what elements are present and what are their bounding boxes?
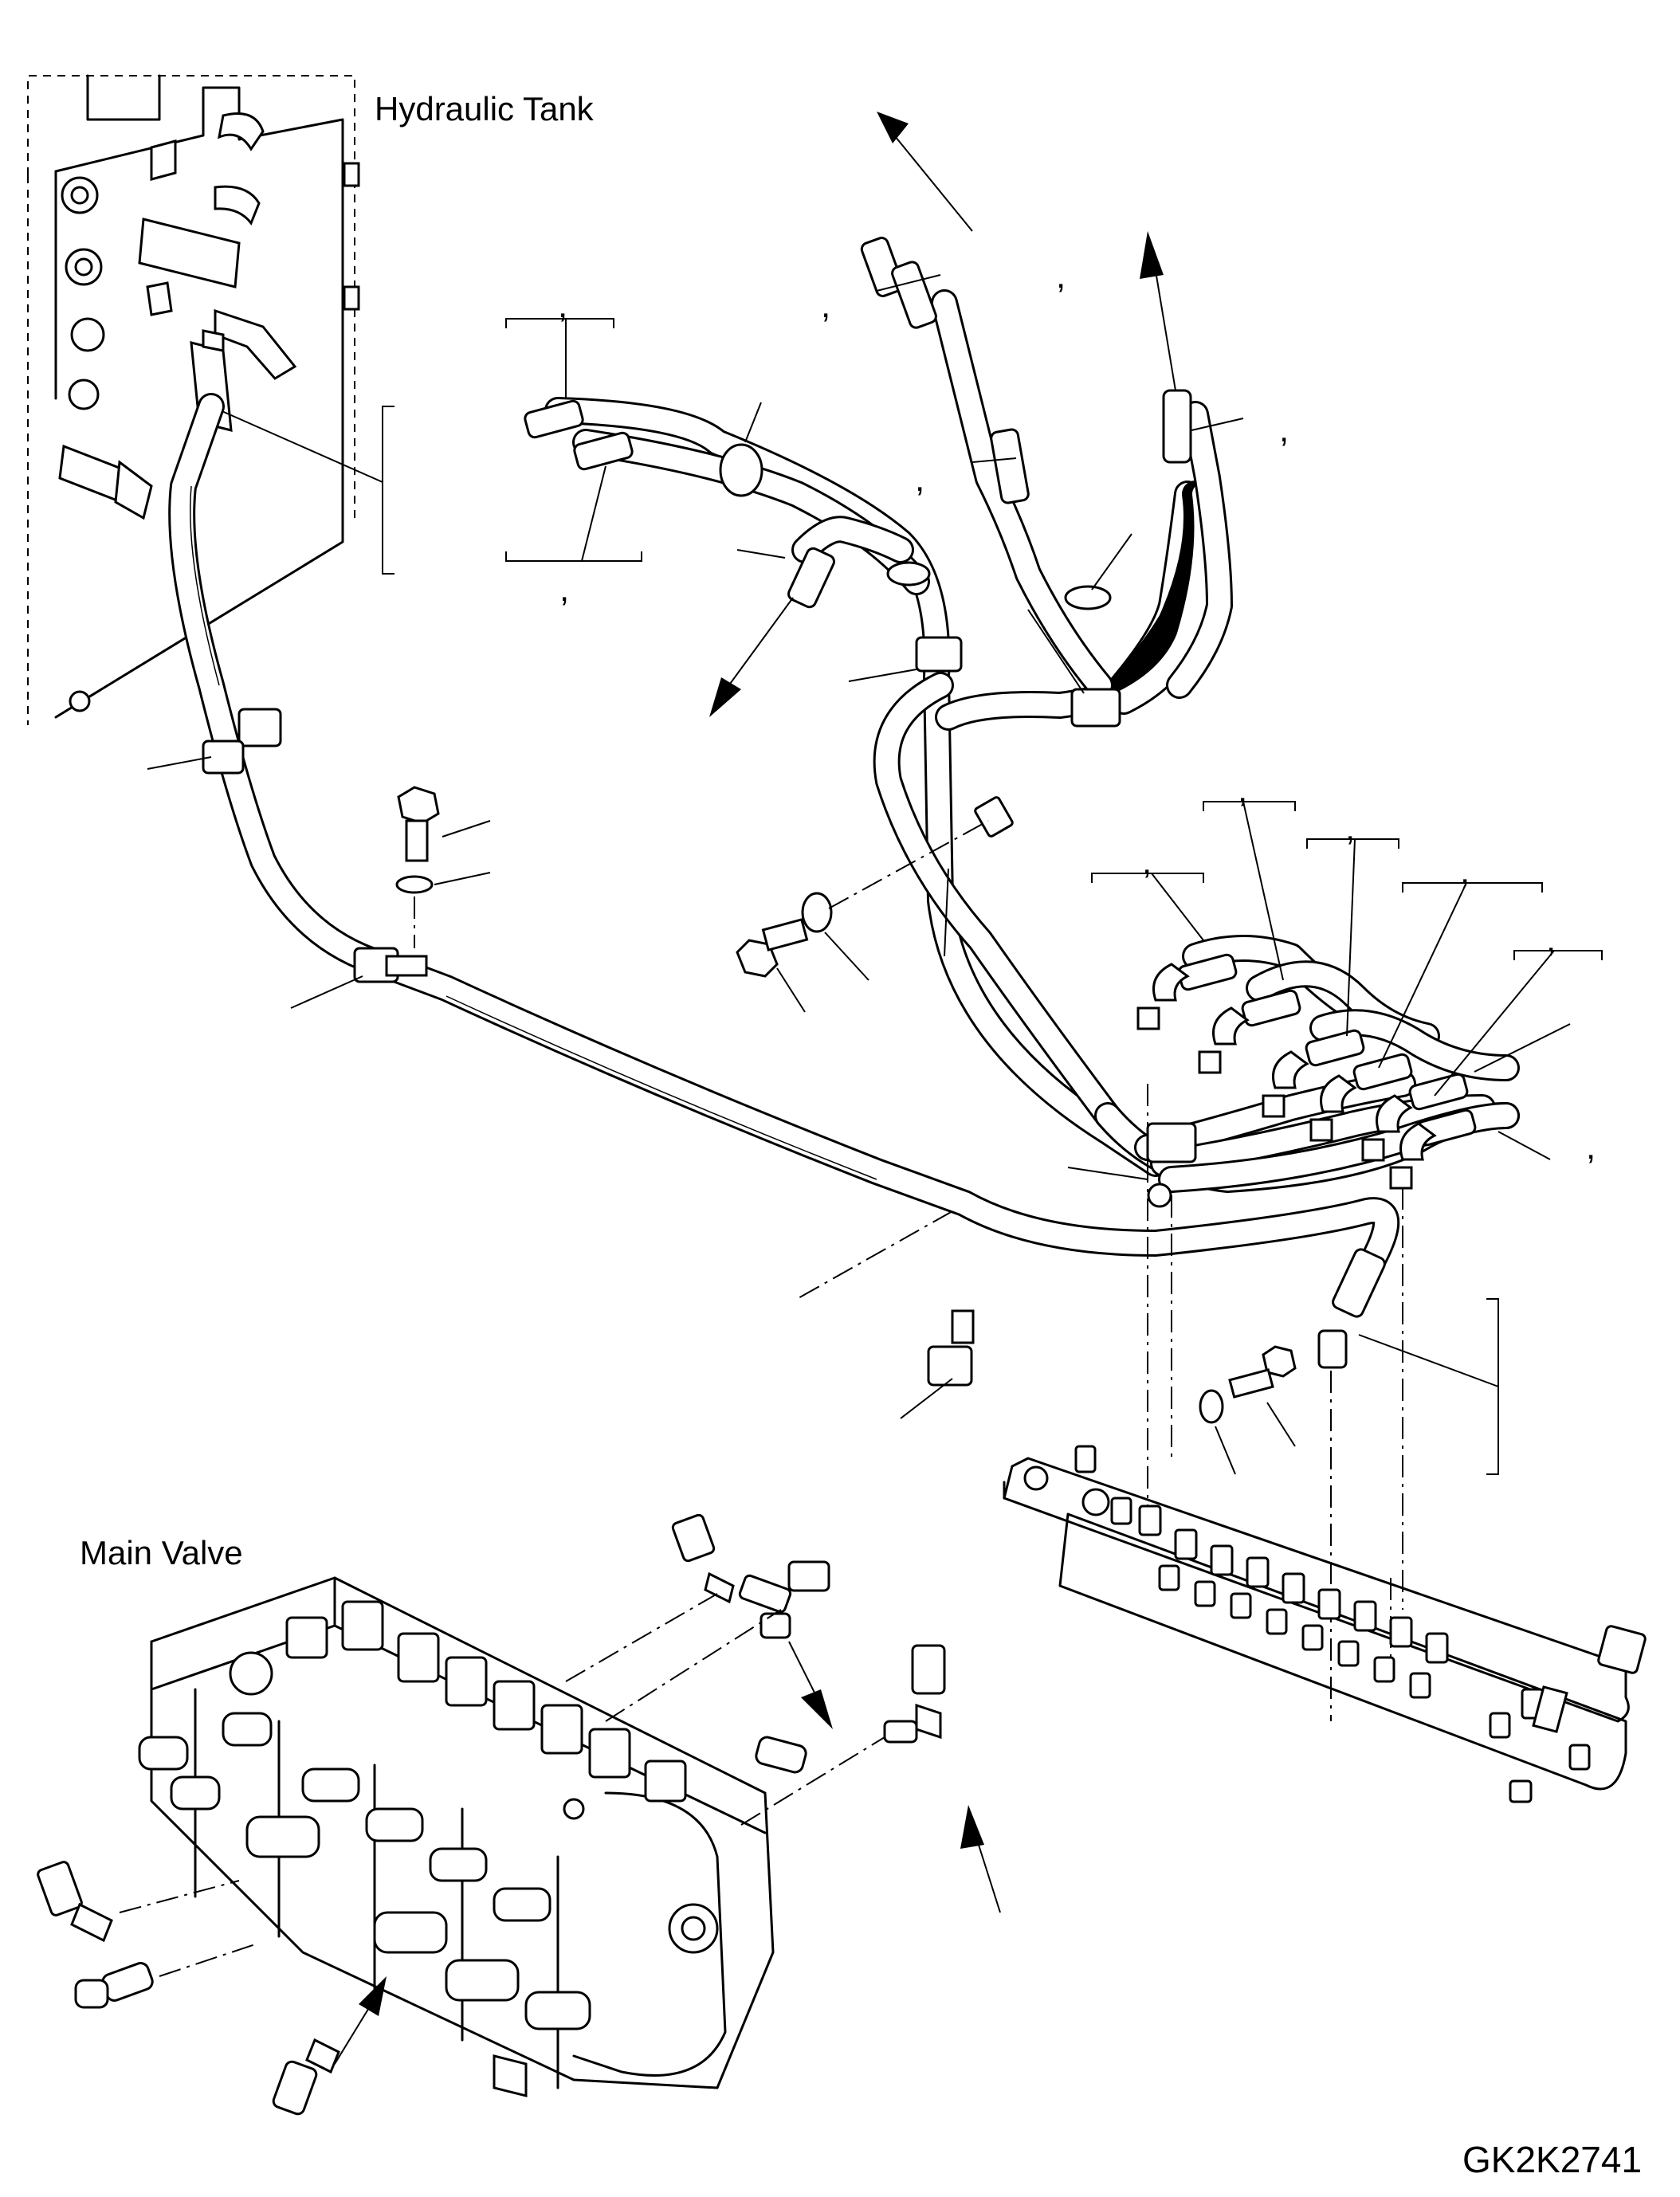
hydraulic-tank [27, 74, 360, 725]
flow-arrow-main-valve-left [334, 1976, 387, 2065]
hydraulic-tank-label: Hydraulic Tank [375, 90, 594, 128]
left-bottom-sensor [272, 2038, 340, 2116]
flow-arrow-main-valve-lower [960, 1805, 1001, 1913]
main-valve-label: Main Valve [80, 1534, 243, 1571]
callout-separator: , [1586, 1128, 1596, 1167]
callout-separator: , [558, 286, 568, 325]
flow-arrow-up-left [877, 112, 973, 232]
drawing-code: GK2K2741 [1462, 2139, 1643, 2180]
callout-separator: , [1056, 257, 1066, 296]
pressure-sensor-right [740, 1644, 946, 1826]
clamps [202, 740, 1197, 1387]
flow-arrow-up-right [1140, 231, 1176, 391]
pilot-manifold [1003, 1445, 1647, 1803]
callout-separator: , [1345, 809, 1356, 848]
callout-separator: , [1279, 410, 1289, 449]
bolt-washer-middle [736, 820, 989, 1013]
upper-fittings [237, 237, 1192, 747]
hose-bundle-upper [544, 289, 1233, 1177]
callout-separator: , [1238, 771, 1248, 810]
callout-separator: , [1546, 920, 1556, 959]
callout-separator: , [559, 570, 570, 609]
leader-lines [147, 274, 1571, 1419]
alignment-lines [796, 1084, 1403, 1721]
left-side-fittings [37, 1861, 256, 2009]
callout-separator: , [1142, 842, 1152, 881]
callout-separator: , [821, 286, 831, 325]
main-valve [138, 1576, 775, 2097]
callout-bracket-tank-port [210, 406, 394, 575]
callout-brackets [505, 318, 1603, 1475]
callout-separator: , [915, 460, 925, 499]
flow-arrow-down-left [709, 597, 794, 717]
pressure-sensor-upper [565, 1513, 830, 1722]
callout-separator: , [1460, 852, 1470, 891]
return-hose-long [168, 393, 1400, 1304]
bolt-washer-upper [395, 786, 491, 948]
flow-arrow-main-valve-upper [788, 1641, 833, 1729]
manifold-ports [1074, 1445, 1591, 1803]
bolt-washer-lower [1199, 1345, 1297, 1475]
